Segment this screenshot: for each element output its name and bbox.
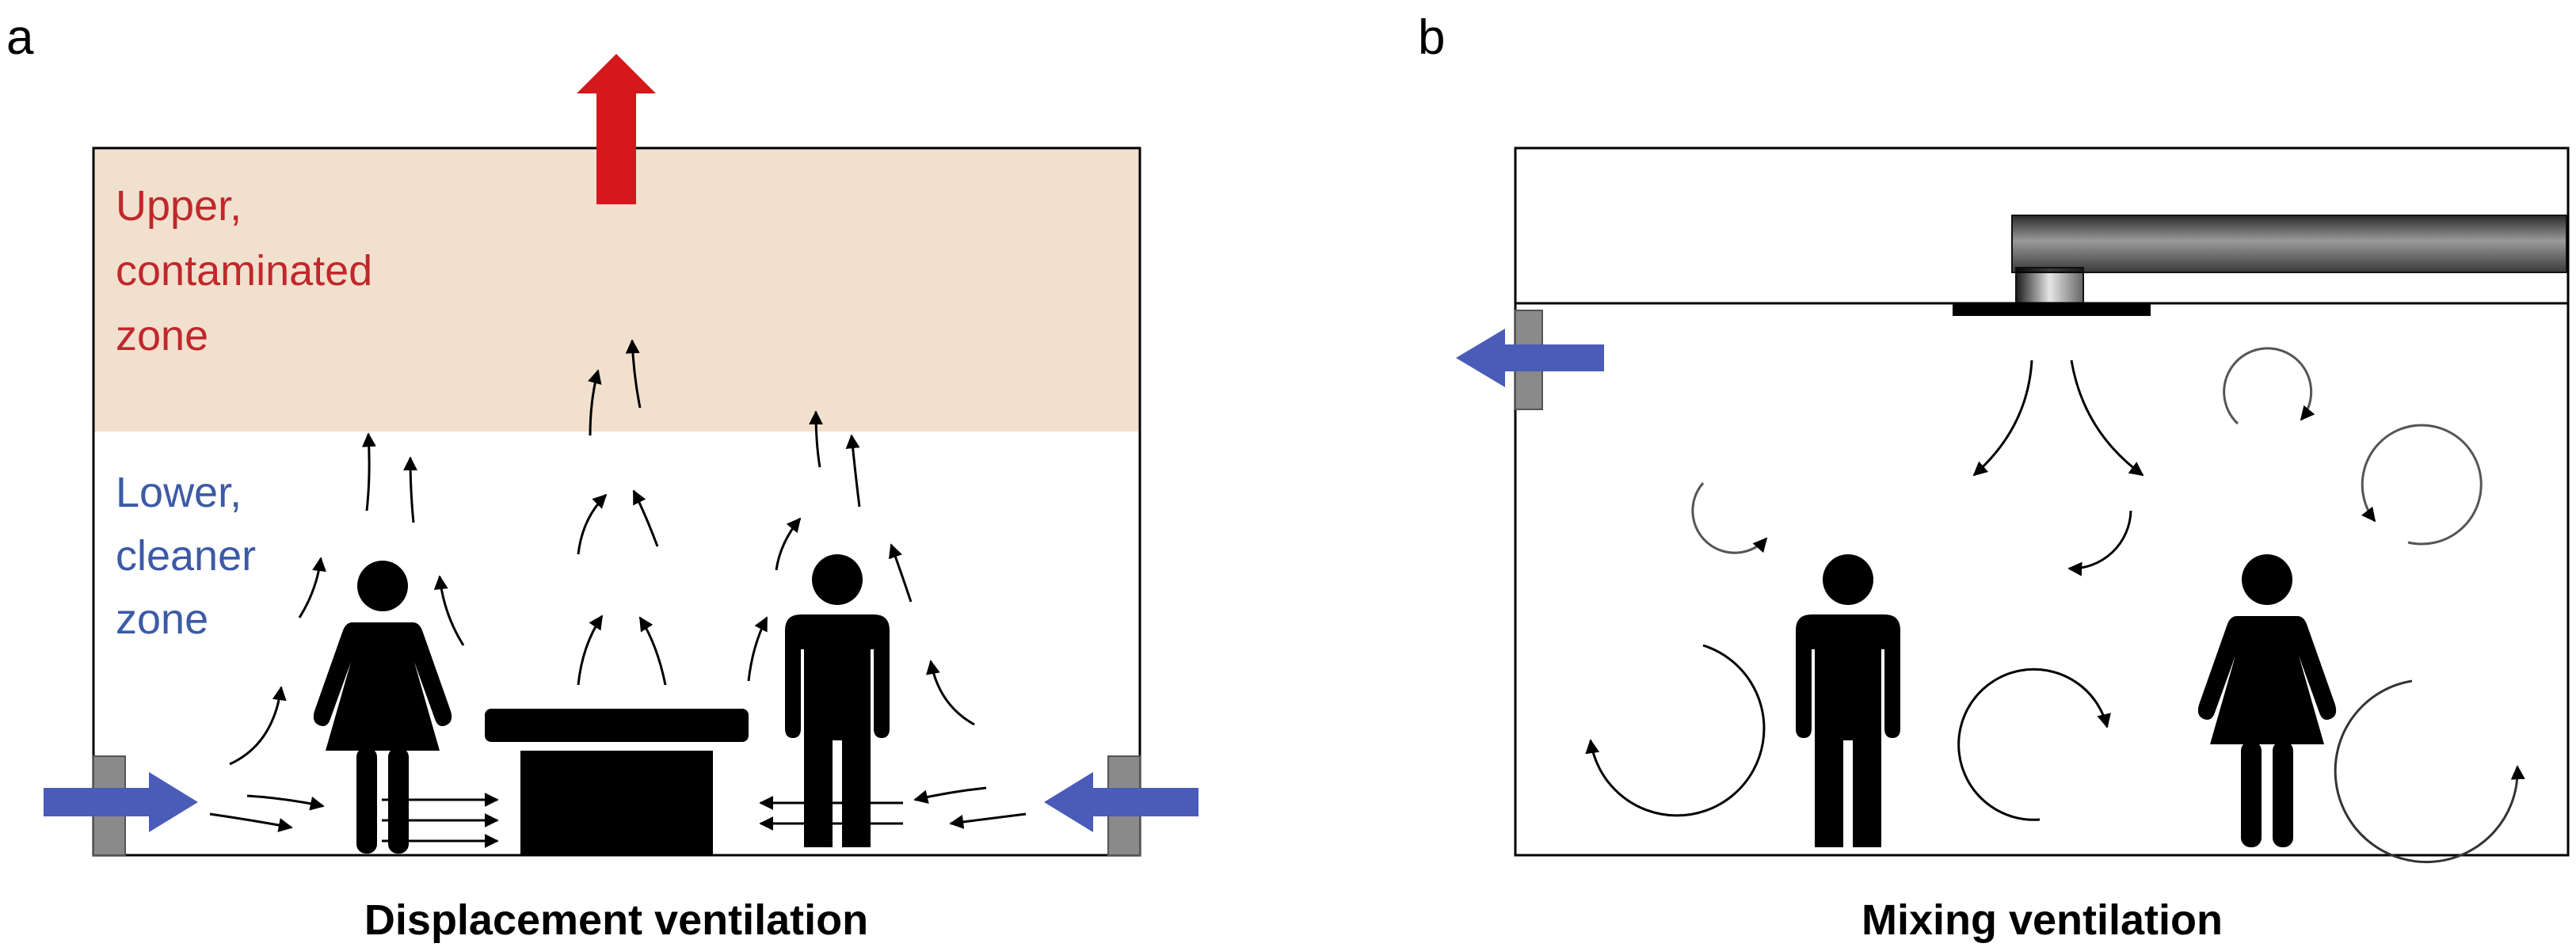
woman-icon-b	[2197, 554, 2337, 847]
exhaust-arrow	[577, 54, 656, 204]
diffuser-jet-arrows	[1972, 359, 2144, 477]
upper-zone-line-3: zone	[116, 312, 208, 359]
room-outline-b	[1514, 302, 2570, 857]
mixing-eddy-arrows	[1585, 347, 2525, 864]
lower-zone-line-3: zone	[116, 595, 208, 643]
panel-b: b Mixing vent	[1418, 10, 2570, 944]
caption-b: Mixing ventilation	[1862, 896, 2223, 944]
upper-zone-label: Upper, contaminated zone	[116, 182, 384, 359]
diffuser-icon	[1953, 215, 2567, 316]
panel-letter-a: a	[6, 10, 34, 65]
supply-arrow-left	[44, 772, 198, 832]
supply-arrow-right	[1044, 772, 1198, 832]
panel-a: a Upper, contaminated zone Lower, cleane…	[6, 10, 1198, 944]
lower-zone-line-1: Lower,	[116, 469, 242, 516]
table-icon	[485, 709, 749, 855]
upper-zone-line-1: Upper,	[116, 182, 242, 230]
caption-a: Displacement ventilation	[364, 896, 868, 944]
woman-icon	[313, 561, 452, 854]
upper-zone-line-2: contaminated	[116, 247, 372, 295]
lower-zone-line-2: cleaner	[116, 532, 256, 580]
man-icon-b	[1796, 554, 1900, 847]
lower-zone-label: Lower, cleaner zone	[116, 469, 268, 643]
displacement-airflow-arrows	[209, 339, 1027, 848]
panel-letter-b: b	[1418, 10, 1445, 65]
return-arrow	[1456, 329, 1604, 387]
